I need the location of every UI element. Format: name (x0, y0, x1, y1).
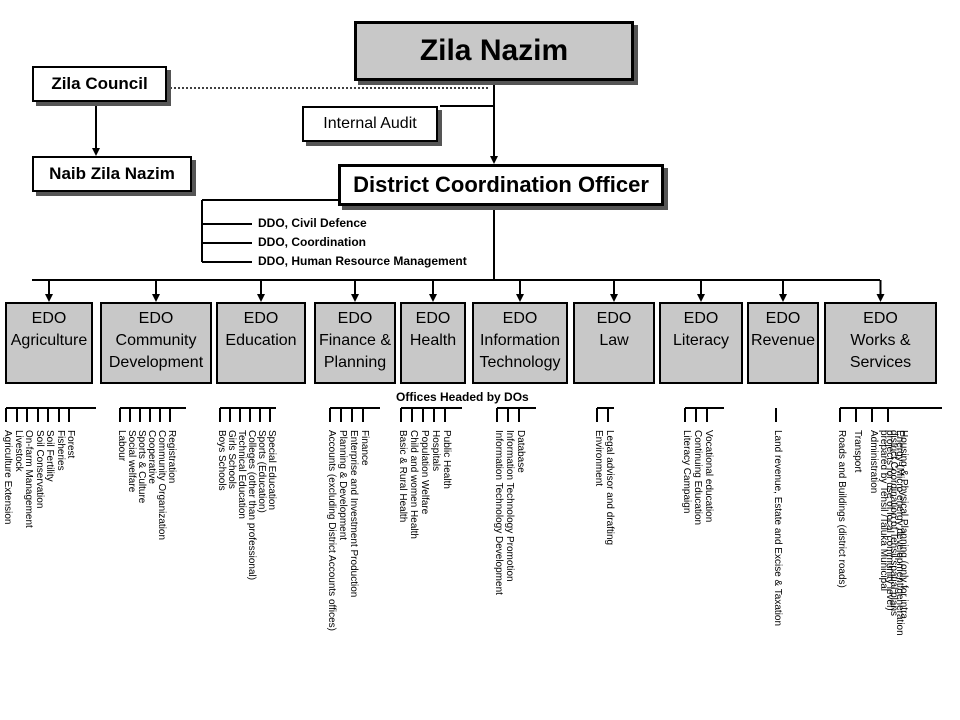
ddo-civil-defence: DDO, Civil Defence (258, 216, 367, 230)
edo-label-4: EDO Health (409, 310, 457, 349)
edo-label-2: EDO Education (225, 310, 297, 349)
dco-label: District Coordination Officer (353, 172, 649, 197)
office-5-2: Database (515, 430, 526, 473)
office-8-0: Land revenue, Estate and Excise & Taxati… (772, 430, 783, 627)
office-1-4: Community Organization (156, 430, 167, 541)
edo-box-4: EDO Health (400, 302, 466, 384)
zila-council-box: Zila Council (32, 66, 167, 102)
office-0-3: Soil Conservation (34, 430, 45, 509)
office-2-1: Girls Schools (226, 430, 237, 489)
edo-label-8: EDO Revenue (750, 310, 816, 349)
zila-council-label: Zila Council (51, 74, 148, 93)
office-0-1: Livestock (13, 430, 24, 472)
internal-audit-box: Internal Audit (302, 106, 438, 142)
edo-arrow-1 (152, 294, 160, 302)
office-2-0: Boys Schools (216, 430, 227, 491)
edo-label-0: EDO Agriculture (10, 310, 88, 349)
office-4-4: Public Health (441, 430, 452, 489)
office-0-0: Agriculture Extension (2, 430, 13, 525)
edo-label-3: EDO Finance & Planning (318, 310, 392, 371)
edo-label-7: EDO Literacy (672, 310, 730, 349)
office-6-0: Environment (593, 430, 604, 487)
edo-label-9: EDO Works & Services (849, 310, 912, 371)
offices-title: Offices Headed by DOs (396, 390, 529, 404)
office-7-1: Continuing Education (692, 430, 703, 526)
edo-arrow-3 (351, 294, 359, 302)
zila-nazim-label: Zila Nazim (419, 34, 569, 67)
internal-audit-label: Internal Audit (323, 115, 417, 132)
edo-box-3: EDO Finance & Planning (314, 302, 396, 384)
edo-box-0: EDO Agriculture (5, 302, 93, 384)
edo-arrow-9 (876, 294, 885, 302)
office-1-1: Social welfare (126, 430, 137, 493)
council-naib-arrow (92, 148, 100, 156)
nazim-dco-arrow (490, 156, 498, 164)
office-9-1: Transport (852, 430, 863, 473)
office-9-0: Roads and Buildings (district roads) (836, 430, 847, 588)
edo-box-8: EDO Revenue (747, 302, 819, 384)
office-2-4: Sports (Education) (256, 430, 267, 513)
office-9-2: Housing & Physical Planning (only for in… (868, 430, 909, 619)
office-1-2: Sports & Culture (136, 430, 147, 504)
edo-label-5: EDO Information Technology (479, 310, 561, 371)
naib-zila-nazim-box: Naib Zila Nazim (32, 156, 192, 192)
edo-box-9: EDO Works & Services (824, 302, 937, 384)
office-5-1: Information Technology Promotion (504, 430, 515, 582)
edo-box-1: EDO Community Development (100, 302, 212, 384)
office-2-5: Special Education (266, 430, 277, 511)
edo-label-1: EDO Community Development (108, 310, 204, 371)
office-2-2: Technical Education (236, 430, 247, 519)
naib-zila-nazim-label: Naib Zila Nazim (49, 164, 175, 183)
office-0-6: Forest (65, 430, 76, 459)
edo-arrow-6 (610, 294, 618, 302)
office-9-3: Energy (Micro energy development/generat… (884, 430, 905, 636)
office-6-1: Legal advisor and drafting (604, 430, 615, 546)
edo-arrow-8 (779, 294, 787, 302)
edo-arrow-7 (697, 294, 705, 302)
office-4-0: Basic & Rural Health (397, 430, 408, 523)
office-3-3: Finance (359, 430, 370, 466)
office-7-2: Vocational education (703, 430, 714, 523)
office-7-0: Literacy Campaign (681, 430, 692, 514)
office-0-5: Fisheries (55, 430, 66, 471)
edo-box-2: EDO Education (216, 302, 306, 384)
edo-box-5: EDO Information Technology (472, 302, 568, 384)
office-1-0: Labour (116, 430, 127, 462)
office-0-2: On-farm Management (23, 430, 34, 528)
edo-arrow-5 (516, 294, 524, 302)
edo-label-6: EDO Law (596, 310, 632, 349)
office-4-3: Hospitals (430, 430, 441, 472)
office-1-3: Cooperative (146, 430, 157, 484)
office-3-2: Enterprise and Investment Production (348, 430, 359, 598)
edo-arrow-2 (257, 294, 265, 302)
office-3-1: Planning & Development (337, 430, 348, 541)
edo-arrow-0 (45, 294, 53, 302)
ddo-coordination: DDO, Coordination (258, 235, 366, 249)
dco-box: District Coordination Officer (338, 164, 664, 206)
office-4-1: Child and women Health (408, 430, 419, 539)
office-0-4: Soil Fertility (44, 430, 55, 482)
edo-box-7: EDO Literacy (659, 302, 743, 384)
office-2-3: Colleges (other than professional) (246, 430, 257, 581)
office-3-0: Accounts (excluding District Accounts of… (326, 430, 337, 632)
edo-arrow-4 (429, 294, 437, 302)
ddo-hrm: DDO, Human Resource Management (258, 254, 467, 268)
office-5-0: Information Technology Development (493, 430, 504, 595)
office-4-2: Population Welfare (419, 430, 430, 515)
office-1-5: Registration (166, 430, 177, 484)
edo-box-6: EDO Law (573, 302, 655, 384)
zila-nazim-box: Zila Nazim (354, 21, 634, 81)
